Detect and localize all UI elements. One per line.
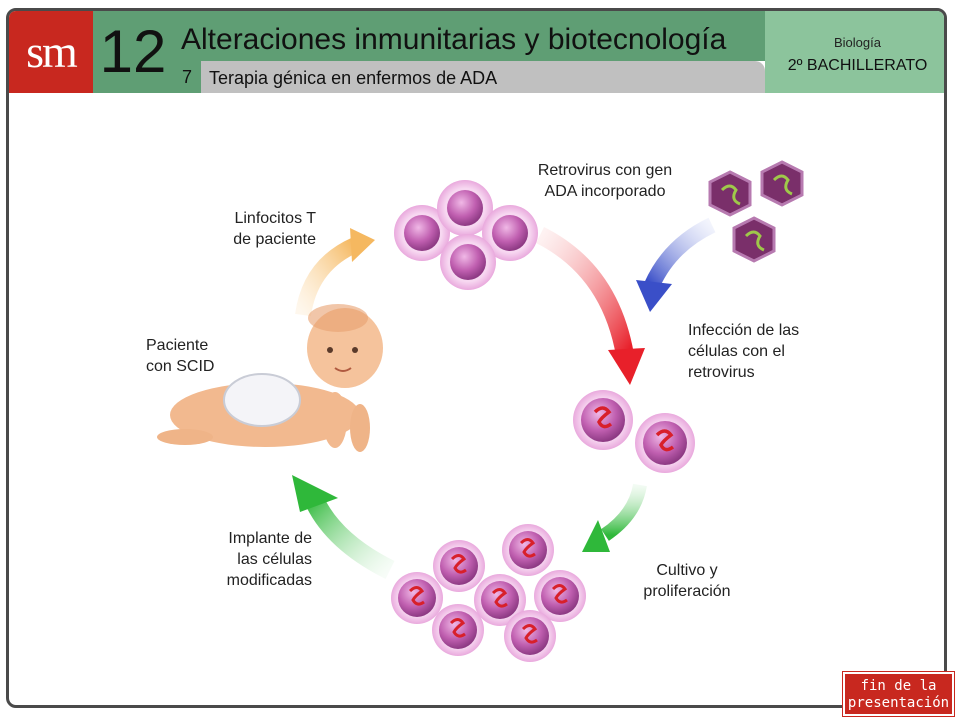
label-line: proliferación (643, 583, 731, 600)
arrow-to-implant (292, 475, 395, 579)
retrovirus-particle (760, 160, 804, 207)
modified-cell (504, 610, 556, 662)
modified-cell (534, 570, 586, 622)
modified-cell (391, 572, 443, 624)
unit-title: Alteraciones inmunitarias y biotecnologí… (173, 11, 765, 61)
label-line: Linfocitos T (234, 210, 316, 227)
unit-number: 12 (93, 11, 173, 93)
label-line: Infección de las (688, 322, 800, 339)
infected-cell (635, 413, 695, 473)
label-retrovirus: Retrovirus con gen ADA incorporado (525, 160, 685, 202)
label-line: Implante de (228, 530, 312, 547)
retrovirus-particle (708, 170, 752, 217)
retrovirus-group (708, 160, 804, 263)
modified-cell (432, 604, 484, 656)
infected-cells-group (573, 390, 695, 473)
proliferated-cells-group (391, 524, 586, 662)
t-cell (437, 180, 493, 236)
label-patient: Paciente con SCID (146, 335, 214, 377)
course-box: Biología 2º BACHILLERATO (765, 11, 944, 93)
t-cells-group (394, 180, 538, 290)
label-implant: Implante de las células modificadas (196, 528, 312, 591)
modified-cell (502, 524, 554, 576)
label-culture: Cultivo y proliferación (622, 560, 752, 602)
section-number: 7 (173, 61, 201, 93)
arrow-to-infection (535, 226, 645, 385)
label-line: de paciente (233, 231, 316, 248)
course-subject: Biología (834, 35, 881, 50)
end-button-line2: presentación (847, 695, 950, 711)
label-line: ADA incorporado (544, 183, 666, 200)
label-t-cells: Linfocitos T de paciente (200, 208, 316, 250)
course-level: 2º BACHILLERATO (787, 57, 928, 74)
arrow-retrovirus-in (636, 217, 716, 312)
label-infection: Infección de las células con el retrovir… (688, 320, 799, 383)
slide-header: sm 12 Alteraciones inmunitarias y biotec… (9, 11, 944, 93)
publisher-logo: sm (9, 11, 93, 93)
label-line: células con el (688, 343, 785, 360)
label-line: Paciente (146, 337, 209, 354)
label-line: modificadas (226, 572, 312, 589)
infected-cell (573, 390, 633, 450)
t-cell (482, 205, 538, 261)
end-button-line1: fin de la (860, 678, 937, 694)
label-line: Cultivo y (656, 562, 718, 579)
modified-cell (433, 540, 485, 592)
label-line: las células (237, 551, 312, 568)
retrovirus-particle (732, 216, 776, 263)
section-title: Terapia génica en enfermos de ADA (209, 68, 498, 88)
modified-cell (474, 574, 526, 626)
t-cell (440, 234, 496, 290)
label-line: con SCID (146, 358, 215, 375)
label-line: Retrovirus con gen (537, 162, 673, 179)
label-line: retrovirus (688, 364, 755, 381)
section-bar (173, 61, 765, 93)
baby-patient-illustration (157, 304, 383, 452)
t-cell (394, 205, 450, 261)
arrow-to-tcells (295, 228, 375, 317)
end-presentation-button[interactable]: fin de la presentación (842, 671, 955, 717)
arrow-to-culture (582, 483, 647, 552)
